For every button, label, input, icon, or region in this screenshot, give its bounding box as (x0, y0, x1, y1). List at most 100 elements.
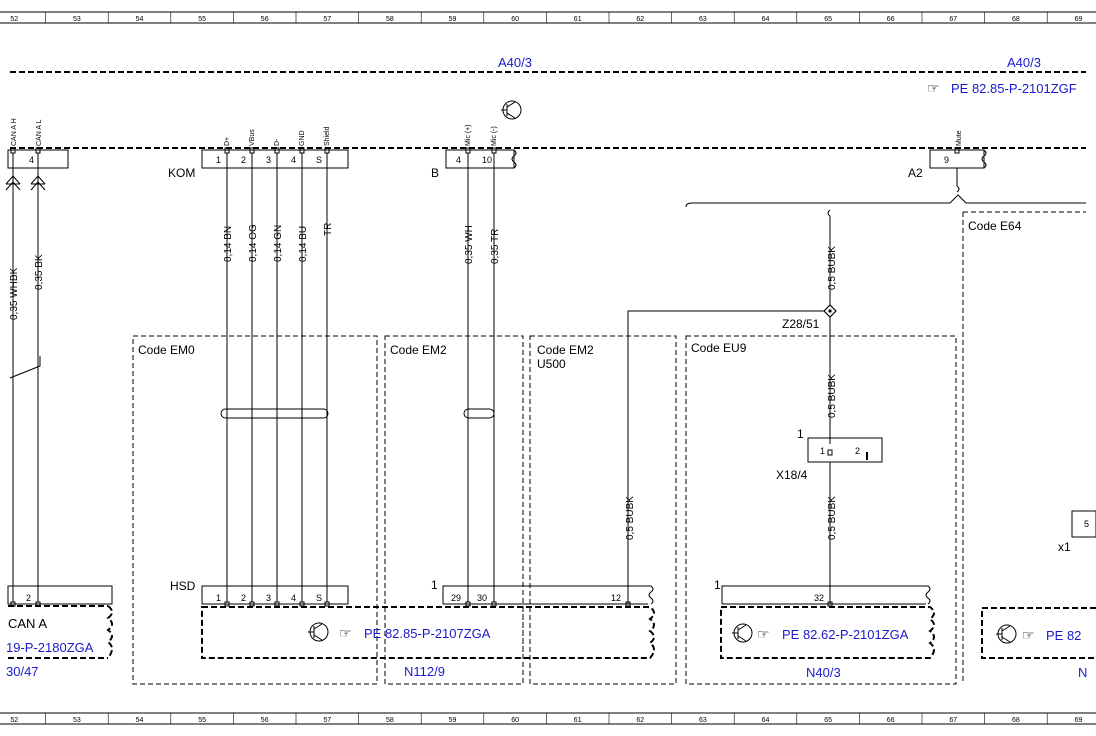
code-em2-box (384, 335, 524, 685)
transistor-icon (732, 623, 753, 643)
module-right-id[interactable]: N (1078, 665, 1087, 680)
transistor-icon (996, 624, 1017, 644)
code-em0-label: Code EM0 (138, 343, 195, 357)
ruler-top-col-56: 56 (261, 16, 269, 23)
kom-pin-4: 4 (291, 155, 296, 165)
module-n40-3 (720, 606, 935, 659)
left-ref-text[interactable]: 19-P-2180ZGA (6, 640, 94, 655)
connector-n40: 32 (721, 585, 931, 607)
n112-pin1-label: 1 (431, 578, 438, 592)
module-left-id[interactable]: 30/47 (6, 664, 39, 679)
splice-z28-51-label: Z28/51 (782, 317, 820, 331)
wire-label-bu: 0,14 BU (298, 226, 309, 262)
x18-pin-1: 1 (820, 446, 825, 456)
splice-z28-51[interactable] (823, 304, 837, 318)
b-pin-2: 10 (482, 155, 492, 165)
ruler-top-col-68: 68 (1012, 16, 1020, 23)
wire-label-wh: 0,35 WH (464, 225, 475, 264)
ruler-bottom-col-60: 60 (511, 717, 519, 724)
ref-right-text: PE 82 (1046, 628, 1081, 643)
kom-pin-label-3: D- (274, 138, 281, 146)
ruler-top-col-65: 65 (824, 16, 832, 23)
connector-a2: 9 Mute (929, 130, 987, 193)
connector-hsd (201, 585, 349, 605)
kom-pin-2: 2 (241, 155, 246, 165)
code-em2b-label: Code EM2 (537, 343, 594, 357)
kom-pin-label-5: Shield (324, 126, 331, 146)
ruler-top-col-53: 53 (73, 16, 81, 23)
code-em2-u500-box (529, 335, 677, 685)
ruler-bottom-col-66: 66 (887, 717, 895, 724)
kom-pin-1: 1 (216, 155, 221, 165)
wire-label-tr: TR (323, 223, 334, 236)
ref-right[interactable]: ☞ PE 82 (996, 624, 1081, 644)
wire-splice-to-n112[interactable] (627, 310, 824, 604)
hsd-pin-contact (324, 601, 330, 607)
transistor-icon (501, 100, 522, 120)
a2-pin-num: 9 (944, 155, 949, 165)
hand-pointer-icon: ☞ (927, 80, 940, 96)
code-e64-label: Code E64 (968, 219, 1022, 233)
hsd-pin-1: 1 (216, 593, 221, 603)
hand-pointer-icon: ☞ (1022, 627, 1035, 643)
code-eu9-box (685, 335, 957, 685)
ruler-top-col-69: 69 (1075, 16, 1083, 23)
connector-kom-label: KOM (168, 166, 195, 180)
n112-pin-30: 30 (477, 593, 487, 603)
hsd-pin-3: 3 (266, 593, 271, 603)
wire-label-tr2: 0,35 TR (490, 229, 501, 264)
connector-x1-label: x1 (1058, 540, 1071, 554)
module-n112-id[interactable]: N112/9 (404, 664, 445, 679)
wire-label-bk: 0,35 BK (34, 254, 45, 290)
ruler-top-col-55: 55 (198, 16, 206, 23)
hsd-pin-5: S (316, 593, 322, 603)
ruler-bottom-col-58: 58 (386, 717, 394, 724)
wire-label-whbk: 0,35 WHBK (9, 267, 20, 320)
ruler-bottom-col-68: 68 (1012, 717, 1020, 724)
component-label-right: A40/3 (1007, 55, 1041, 70)
ruler-top-col-63: 63 (699, 16, 707, 23)
can-l-pin-num: 4 (29, 155, 34, 165)
ref-top-right[interactable]: ☞ PE 82.85-P-2101ZGF (927, 80, 1077, 96)
ref-n112[interactable]: ☞ PE 82.85-P-2107ZGA (308, 622, 491, 642)
ruler-top-col-59: 59 (449, 16, 457, 23)
x18-outer-pin: 1 (797, 427, 804, 441)
code-eu9-label: Code EU9 (691, 341, 747, 355)
hand-pointer-icon: ☞ (757, 626, 770, 642)
ref-top-right-text: PE 82.85-P-2101ZGF (951, 81, 1077, 96)
can-l-label: CAN A L (36, 119, 43, 146)
hsd-pin-4: 4 (291, 593, 296, 603)
wire-label-bubk-3: 0,5 BUBK (625, 496, 636, 540)
connector-x18-4: 1 2 (807, 437, 883, 463)
module-n40-id[interactable]: N40/3 (806, 665, 841, 680)
ruler-top-col-58: 58 (386, 16, 394, 23)
ruler-bottom-col-61: 61 (574, 717, 582, 724)
wire-label-bn: 0,14 BN (223, 226, 234, 262)
ruler-bottom-col-64: 64 (762, 717, 770, 724)
b-pin-label-1: Mic (+) (465, 124, 472, 146)
n40-pin-32: 32 (814, 593, 824, 603)
module-n112-9 (201, 606, 655, 659)
ruler-bottom-col-63: 63 (699, 717, 707, 724)
n112-pin-29: 29 (451, 593, 461, 603)
ref-n40[interactable]: ☞ PE 82.62-P-2101ZGA (732, 623, 909, 643)
ruler-bottom-col-59: 59 (449, 717, 457, 724)
kom-pin-label-2: VBus (249, 129, 256, 146)
wire-label-gn: 0,14 GN (273, 225, 284, 262)
wire-mute[interactable] (827, 209, 831, 306)
kom-pin-label-4: GND (299, 130, 306, 146)
brace-bracket (685, 194, 1086, 208)
code-u500-label: U500 (537, 357, 566, 371)
shield-sheath-kom (220, 408, 329, 419)
code-em0-box (132, 335, 378, 685)
ruler-bottom-col-65: 65 (824, 717, 832, 724)
ruler-bottom-col-62: 62 (636, 717, 644, 724)
hsd-pin-2: 2 (241, 593, 246, 603)
ruler-top-col-67: 67 (949, 16, 957, 23)
ruler-top-col-54: 54 (136, 16, 144, 23)
ruler-bottom-col-56: 56 (261, 717, 269, 724)
ruler-bottom-col-69: 69 (1075, 717, 1083, 724)
wire-branch-left (9, 356, 41, 379)
